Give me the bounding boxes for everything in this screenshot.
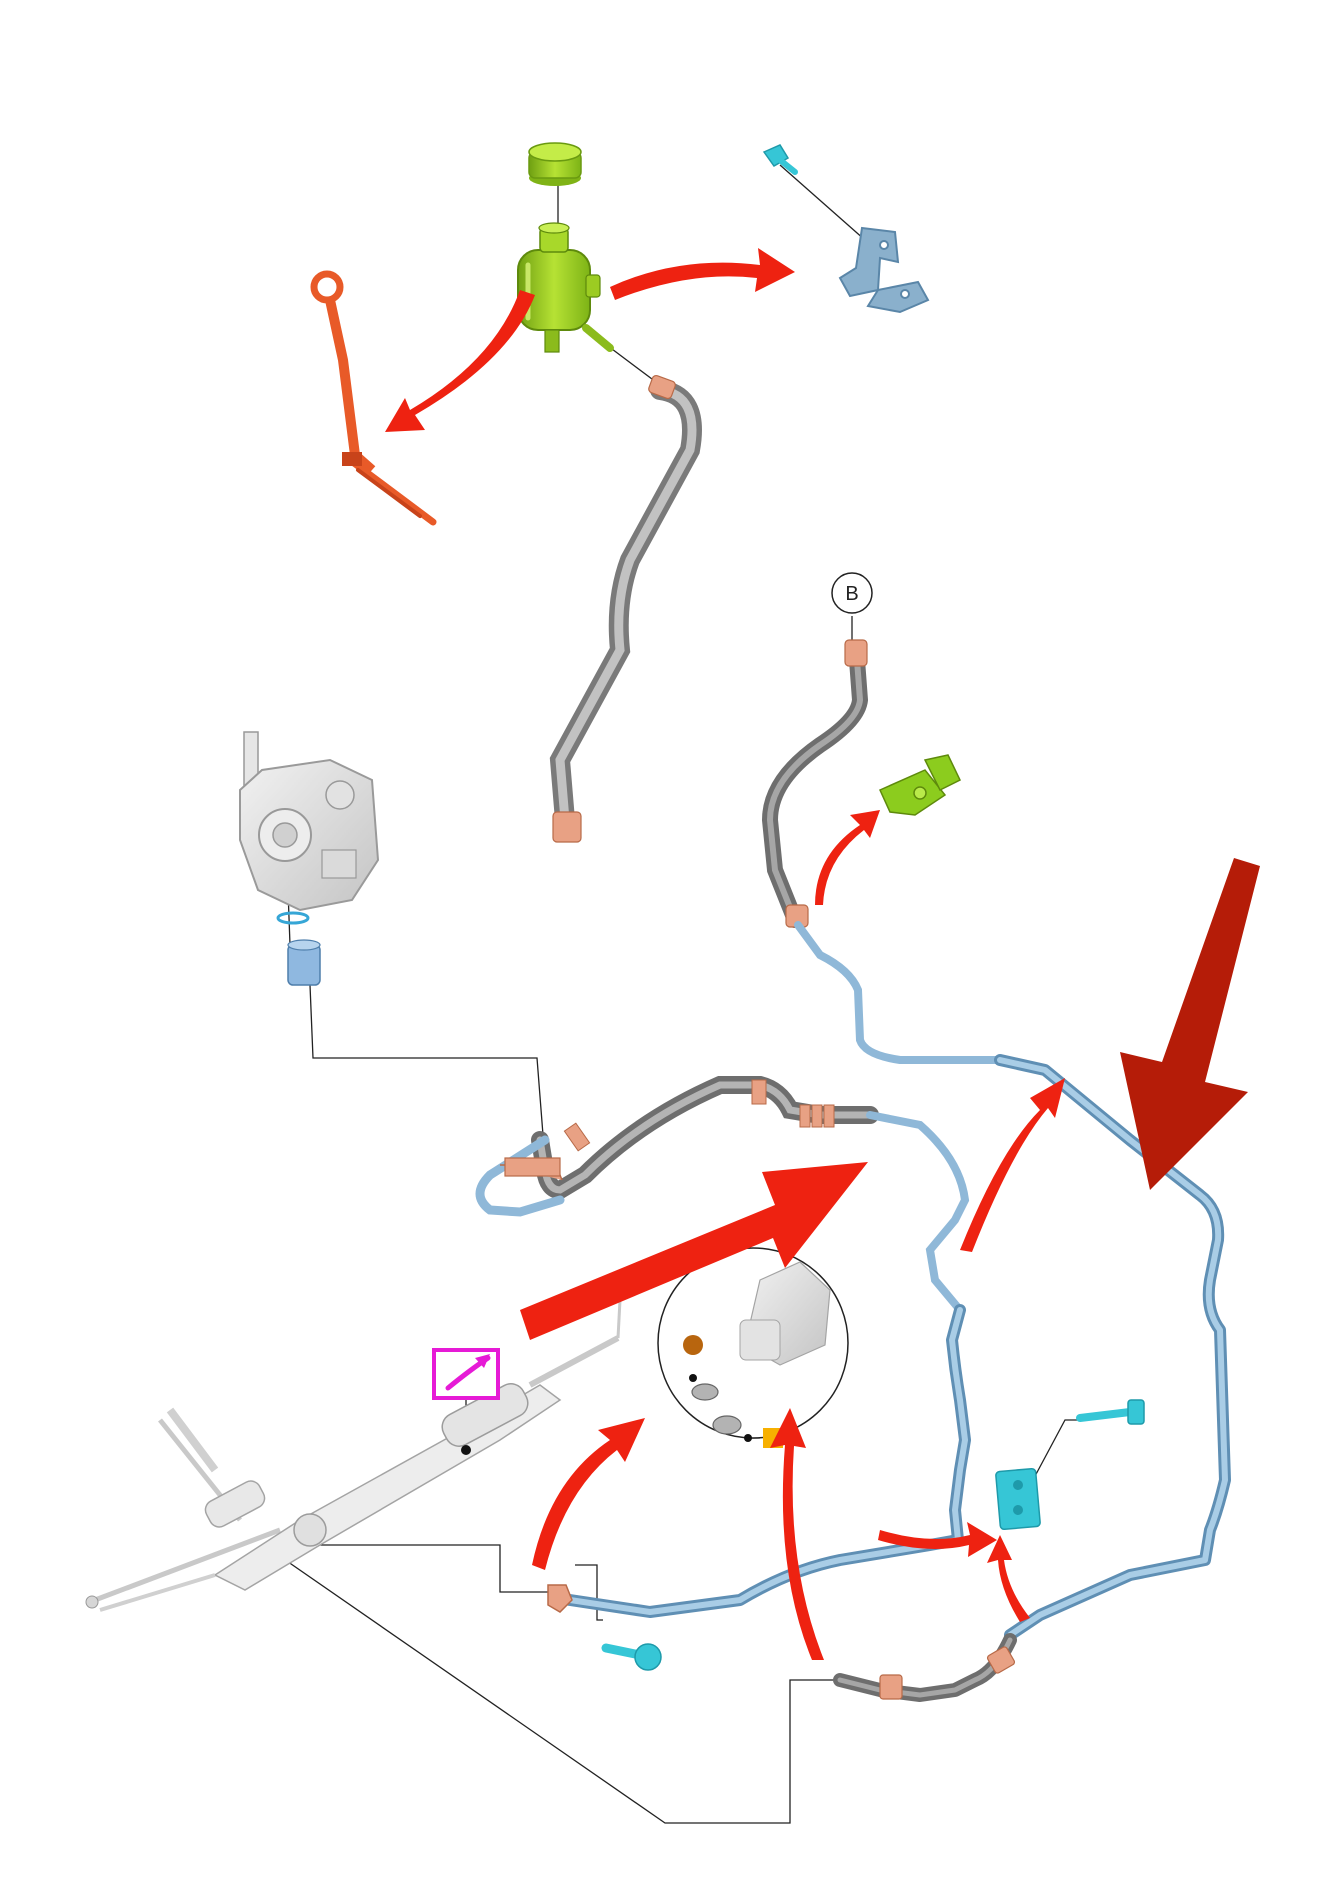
large-flow-arrow-dark bbox=[1120, 858, 1260, 1190]
fluid-reservoir bbox=[517, 222, 614, 353]
svg-text:B: B bbox=[845, 583, 858, 605]
callout-b: B bbox=[831, 572, 873, 614]
magenta-symbol bbox=[432, 1348, 500, 1455]
leader-lines bbox=[267, 164, 1085, 1824]
seal-indicator-dot bbox=[683, 1335, 703, 1355]
steering-gear bbox=[85, 1299, 622, 1612]
flow-arrows bbox=[385, 248, 1065, 1660]
power-steering-pump bbox=[239, 731, 380, 912]
pipe-clamp bbox=[547, 1584, 573, 1613]
reservoir-cap bbox=[528, 142, 582, 186]
seal-detail bbox=[657, 1247, 849, 1448]
cooler-pipe bbox=[994, 1054, 1231, 1641]
dipstick bbox=[310, 270, 437, 526]
supply-hose bbox=[549, 374, 702, 843]
hose-clip bbox=[879, 754, 961, 816]
return-hose bbox=[761, 639, 1004, 1064]
pipe-clamp-bolt bbox=[601, 1643, 662, 1671]
reservoir-bracket bbox=[838, 226, 930, 314]
pump-o-ring bbox=[276, 911, 310, 925]
pump-union bbox=[287, 939, 321, 986]
connector-block bbox=[995, 1467, 1041, 1531]
bracket-bolt bbox=[762, 144, 798, 175]
pressure-line bbox=[475, 1076, 970, 1314]
connector-bolt bbox=[1076, 1399, 1145, 1425]
